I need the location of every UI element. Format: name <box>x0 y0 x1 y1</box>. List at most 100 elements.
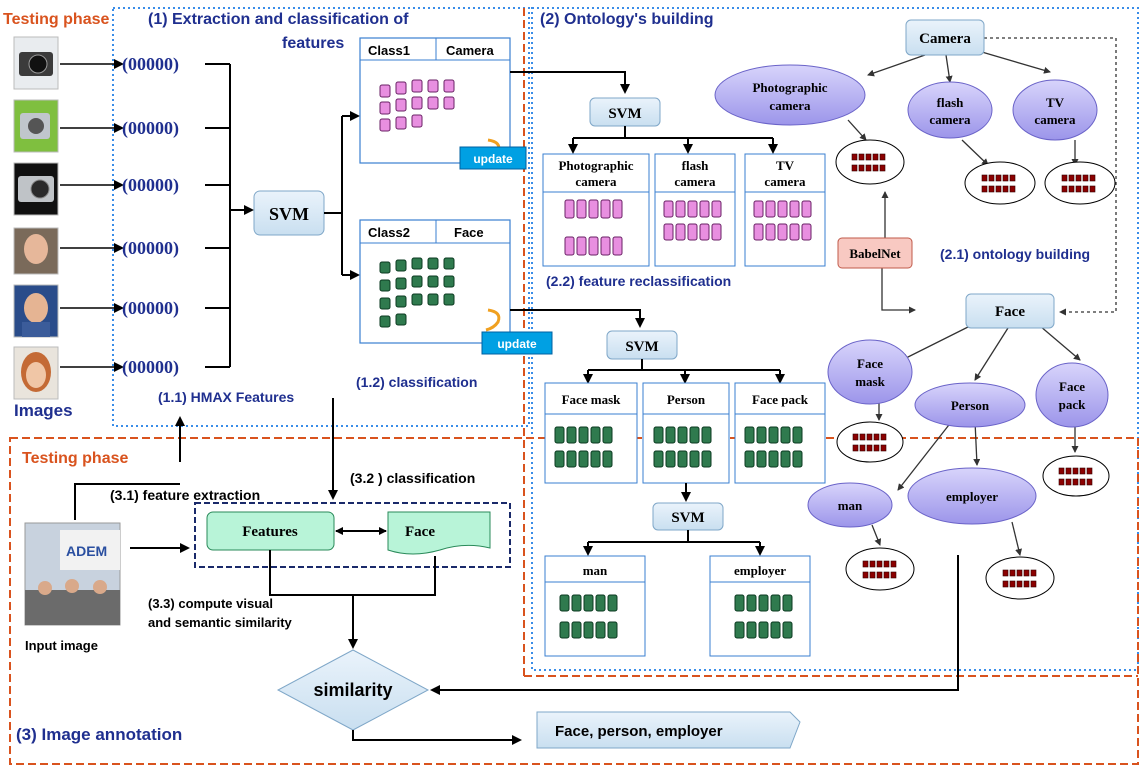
ontology-tv-l2: camera <box>1034 112 1076 127</box>
images-label: Images <box>14 401 73 420</box>
extraction-region <box>112 7 530 427</box>
ontology-feature-cubes-camera <box>851 153 1096 193</box>
photographic-sub-l2: camera <box>575 174 617 189</box>
babelnet-node <box>837 237 913 269</box>
classification-32-label: (3.2 ) classification <box>350 470 475 486</box>
ontology-camera-label: Camera <box>919 31 971 47</box>
svm-to-class-arrows <box>324 111 360 280</box>
class2-update-hook <box>485 308 501 332</box>
image-to-feature-arrows <box>60 59 124 372</box>
camera-image-1 <box>13 36 59 90</box>
feature-vector-6: (00000) <box>122 357 179 378</box>
similarity-label: similarity <box>313 680 392 700</box>
svm-camera-label: SVM <box>608 106 641 122</box>
ontology-employer-label: employer <box>946 489 998 504</box>
class1-to-svm-arrow <box>510 71 630 94</box>
ontology-facepack-node <box>1035 362 1109 428</box>
feature-vector-5: (00000) <box>122 298 179 319</box>
feature-vector-4: (00000) <box>122 238 179 259</box>
class2-to-svm-arrow <box>510 309 645 328</box>
classification-12-label: (1.2) classification <box>356 374 477 390</box>
class2-name: Class2 <box>368 225 410 240</box>
babelnet-label: BabelNet <box>849 246 901 261</box>
to-similarity-lines <box>269 550 436 649</box>
facemask-sub-label: Face mask <box>562 392 622 407</box>
ontology-building-label: (2.1) ontology building <box>940 246 1090 262</box>
compute-label-2: and semantic similarity <box>148 615 293 630</box>
input-image-label: Input image <box>25 638 98 653</box>
ontology-feature-cubes-face <box>852 433 1093 588</box>
face-image-2 <box>13 284 59 338</box>
ontology-photographic-l2: camera <box>769 98 811 113</box>
employer-sub-label: employer <box>734 563 786 578</box>
extraction-title: (1) Extraction and classification of <box>148 11 409 28</box>
update-button-2[interactable] <box>481 331 553 355</box>
class1-label: Camera <box>446 43 494 58</box>
class2-box: Class2 Face <box>359 219 511 344</box>
ontology-facepack-l1: Face <box>1059 379 1085 394</box>
feature-vector-1: (00000) <box>122 54 179 75</box>
class2-label: Face <box>454 225 484 240</box>
feature-vector-3: (00000) <box>122 175 179 196</box>
face-document-node <box>387 511 491 555</box>
feature-reclass-label: (2.2) feature reclassification <box>546 273 731 289</box>
update-label-2: update <box>497 337 537 351</box>
feature-vector-2: (00000) <box>122 118 179 139</box>
result-annotation-label: Face, person, employer <box>555 723 723 740</box>
ontology-person-node <box>914 382 1026 428</box>
class1-box: Class1 Camera <box>359 37 511 164</box>
input-image: ADEM <box>24 522 121 626</box>
ontology-man-node <box>807 482 893 528</box>
svm-camera-branches <box>568 126 778 154</box>
ontology-person-label: Person <box>951 398 990 413</box>
result-annotation-box <box>536 711 801 749</box>
compute-label-1: (3.3) compute visual <box>148 596 273 611</box>
ontology-feature-ovals-face <box>836 421 1110 600</box>
tv-sub-l2: camera <box>764 174 806 189</box>
update-label-1: update <box>473 152 513 166</box>
ontology-flash-l2: camera <box>929 112 971 127</box>
testing-phase-bottom-label: Testing phase <box>22 450 128 467</box>
svm-person-label: SVM <box>671 510 704 526</box>
update-button-1[interactable] <box>459 146 527 170</box>
face-image-1 <box>13 227 59 275</box>
input-to-extraction-line <box>74 483 180 520</box>
man-sub-label: man <box>583 563 608 578</box>
class2-feature-cubes <box>379 257 455 328</box>
svm-main-label: SVM <box>269 204 309 224</box>
face-document-label: Face <box>405 524 435 540</box>
photographic-sub-l1: Photographic <box>558 158 633 173</box>
camera-image-2 <box>13 99 59 153</box>
ontology-facemask-node <box>827 339 913 405</box>
ontology-title: (2) Ontology's building <box>540 11 714 28</box>
face-subclass-cubes <box>554 426 803 468</box>
camera-image-3 <box>13 162 59 216</box>
class1-feature-cubes <box>379 79 455 132</box>
class1-name: Class1 <box>368 43 410 58</box>
classification-group-box <box>194 502 511 568</box>
ontology-face-label: Face <box>995 304 1025 320</box>
flash-sub-l2: camera <box>674 174 716 189</box>
hmax-label: (1.1) HMAX Features <box>158 389 294 405</box>
ontology-to-similarity-arrow <box>430 555 959 695</box>
feature-merge-lines <box>205 63 254 368</box>
features-node-label: Features <box>242 524 298 540</box>
svm-face-branches <box>583 359 785 384</box>
ontology-flash-node <box>907 81 993 139</box>
ontology-facemask-l2: mask <box>855 374 885 389</box>
image-annotation-label: (3) Image annotation <box>16 725 182 744</box>
ontology-edges <box>847 37 1117 556</box>
ontology-employer-node <box>907 467 1037 525</box>
ontology-camera-node <box>905 19 985 56</box>
flash-sub-l1: flash <box>682 158 710 173</box>
face-image-3 <box>13 346 59 400</box>
svg-text:ADEM: ADEM <box>66 543 107 559</box>
ontology-tv-node <box>1012 79 1098 141</box>
ontology-man-label: man <box>838 498 863 513</box>
person-sub-label: Person <box>667 392 706 407</box>
ontology-feature-ovals-camera <box>835 139 1116 205</box>
tv-sub-l1: TV <box>776 158 795 173</box>
camera-subclass-cubes <box>564 199 812 256</box>
ontology-tv-l1: TV <box>1046 95 1065 110</box>
